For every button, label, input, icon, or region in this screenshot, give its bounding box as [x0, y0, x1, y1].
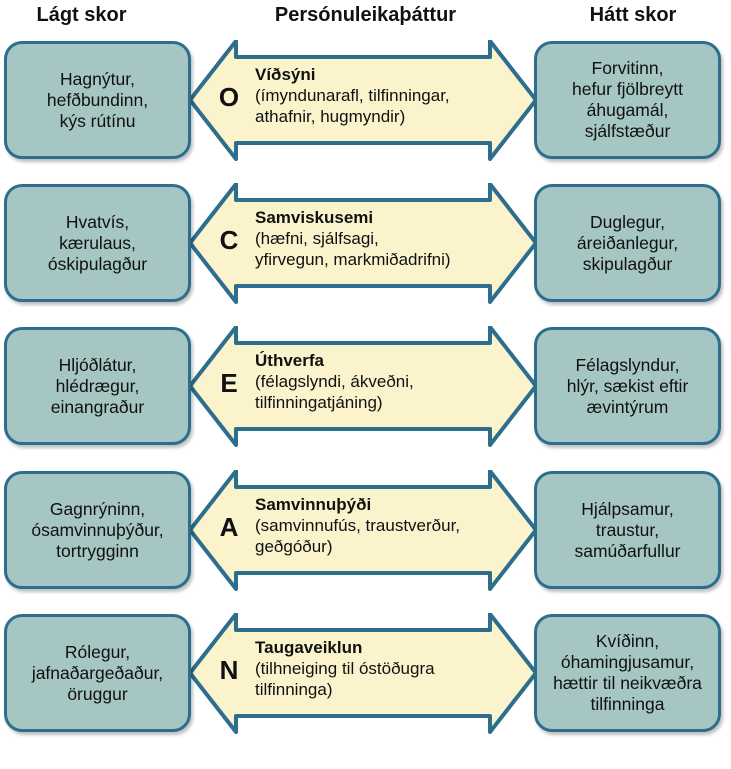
low-score-text: Rólegur, jafnaðargeðaður, öruggur: [31, 641, 164, 704]
trait-name: Víðsýni: [255, 65, 316, 84]
low-score-box: Hljóðlátur, hlédrægur, einangraður: [4, 327, 191, 445]
high-score-box: Forvitinn, hefur fjölbreytt áhugamál, sj…: [534, 41, 721, 159]
low-score-text: Hljóðlátur, hlédrægur, einangraður: [50, 354, 145, 417]
low-score-box: Rólegur, jafnaðargeðaður, öruggur: [4, 614, 191, 732]
trait-text: Samvinnuþýði (samvinnufús, traustverður, …: [255, 494, 525, 557]
high-score-text: Félagslyndur, hlýr, sækist eftir ævintýr…: [566, 354, 689, 417]
high-score-box: Kvíðinn, óhamingjusamur, hættir til neik…: [534, 614, 721, 732]
trait-text: Samviskusemi (hæfni, sjálfsagi, yfirvegun…: [255, 207, 525, 270]
trait-name: Úthverfa: [255, 351, 324, 370]
trait-text: Úthverfa (félagslyndi, ákveðni, tilfinnin…: [255, 350, 525, 413]
trait-row-neuroticism: Rólegur, jafnaðargeðaður, öruggur N Taugav…: [0, 613, 731, 738]
trait-letter: E: [220, 368, 238, 398]
trait-letter: N: [219, 655, 239, 685]
high-score-text: Hjálpsamur, traustur, samúðarfullur: [574, 498, 681, 561]
low-score-box: Hvatvís, kærulaus, óskipulagður: [4, 184, 191, 302]
low-score-box: Hagnýtur, hefðbundinn, kýs rútínu: [4, 41, 191, 159]
trait-description: (ímyndunarafl, tilfinningar, athafnir, h…: [255, 86, 450, 126]
trait-row-agreeableness: Gagnrýninn, ósamvinnuþýður, tortrygginn A…: [0, 470, 731, 595]
low-score-text: Gagnrýninn, ósamvinnuþýður, tortrygginn: [31, 498, 164, 561]
trait-description: (félagslyndi, ákveðni, tilfinningatjánin…: [255, 372, 414, 412]
trait-text: Taugaveiklun (tilhneiging til óstöðugra t…: [255, 637, 525, 700]
trait-row-extraversion: Hljóðlátur, hlédrægur, einangraður E Úthve…: [0, 326, 731, 451]
high-score-header: Hátt skor: [589, 4, 677, 26]
high-score-text: Duglegur, áreiðanlegur, skipulagður: [576, 211, 679, 274]
low-score-text: Hvatvís, kærulaus, óskipulagður: [47, 211, 148, 274]
trait-description: (samvinnufús, traustverður, geðgóður): [255, 516, 461, 556]
high-score-box: Félagslyndur, hlýr, sækist eftir ævintýr…: [534, 327, 721, 445]
high-score-box: Hjálpsamur, traustur, samúðarfullur: [534, 471, 721, 589]
trait-description: (tilhneiging til óstöðugra tilfinninga): [255, 659, 435, 699]
high-score-box: Duglegur, áreiðanlegur, skipulagður: [534, 184, 721, 302]
personality-trait-header: Persónuleikaþáttur: [274, 4, 457, 26]
trait-text: Víðsýni (ímyndunarafl, tilfinningar, atha…: [255, 64, 525, 127]
low-score-box: Gagnrýninn, ósamvinnuþýður, tortrygginn: [4, 471, 191, 589]
trait-letter: A: [219, 512, 239, 542]
low-score-header: Lágt skor: [36, 4, 127, 26]
trait-name: Taugaveiklun: [255, 638, 363, 657]
trait-letter: O: [218, 82, 240, 112]
high-score-text: Forvitinn, hefur fjölbreytt áhugamál, sj…: [572, 58, 683, 141]
trait-row-openness: Hagnýtur, hefðbundinn, kýs rútínu O Víðsýn…: [0, 40, 731, 165]
trait-name: Samvinnuþýði: [255, 495, 372, 514]
trait-name: Samviskusemi: [255, 208, 374, 227]
trait-description: (hæfni, sjálfsagi, yfirvegun, markmiðadr…: [255, 229, 451, 269]
trait-row-conscientiousness: Hvatvís, kærulaus, óskipulagður C Samvisku…: [0, 183, 731, 308]
trait-letter: C: [219, 225, 239, 255]
low-score-text: Hagnýtur, hefðbundinn, kýs rútínu: [46, 68, 149, 131]
high-score-text: Kvíðinn, óhamingjusamur, hættir til neik…: [553, 631, 702, 714]
